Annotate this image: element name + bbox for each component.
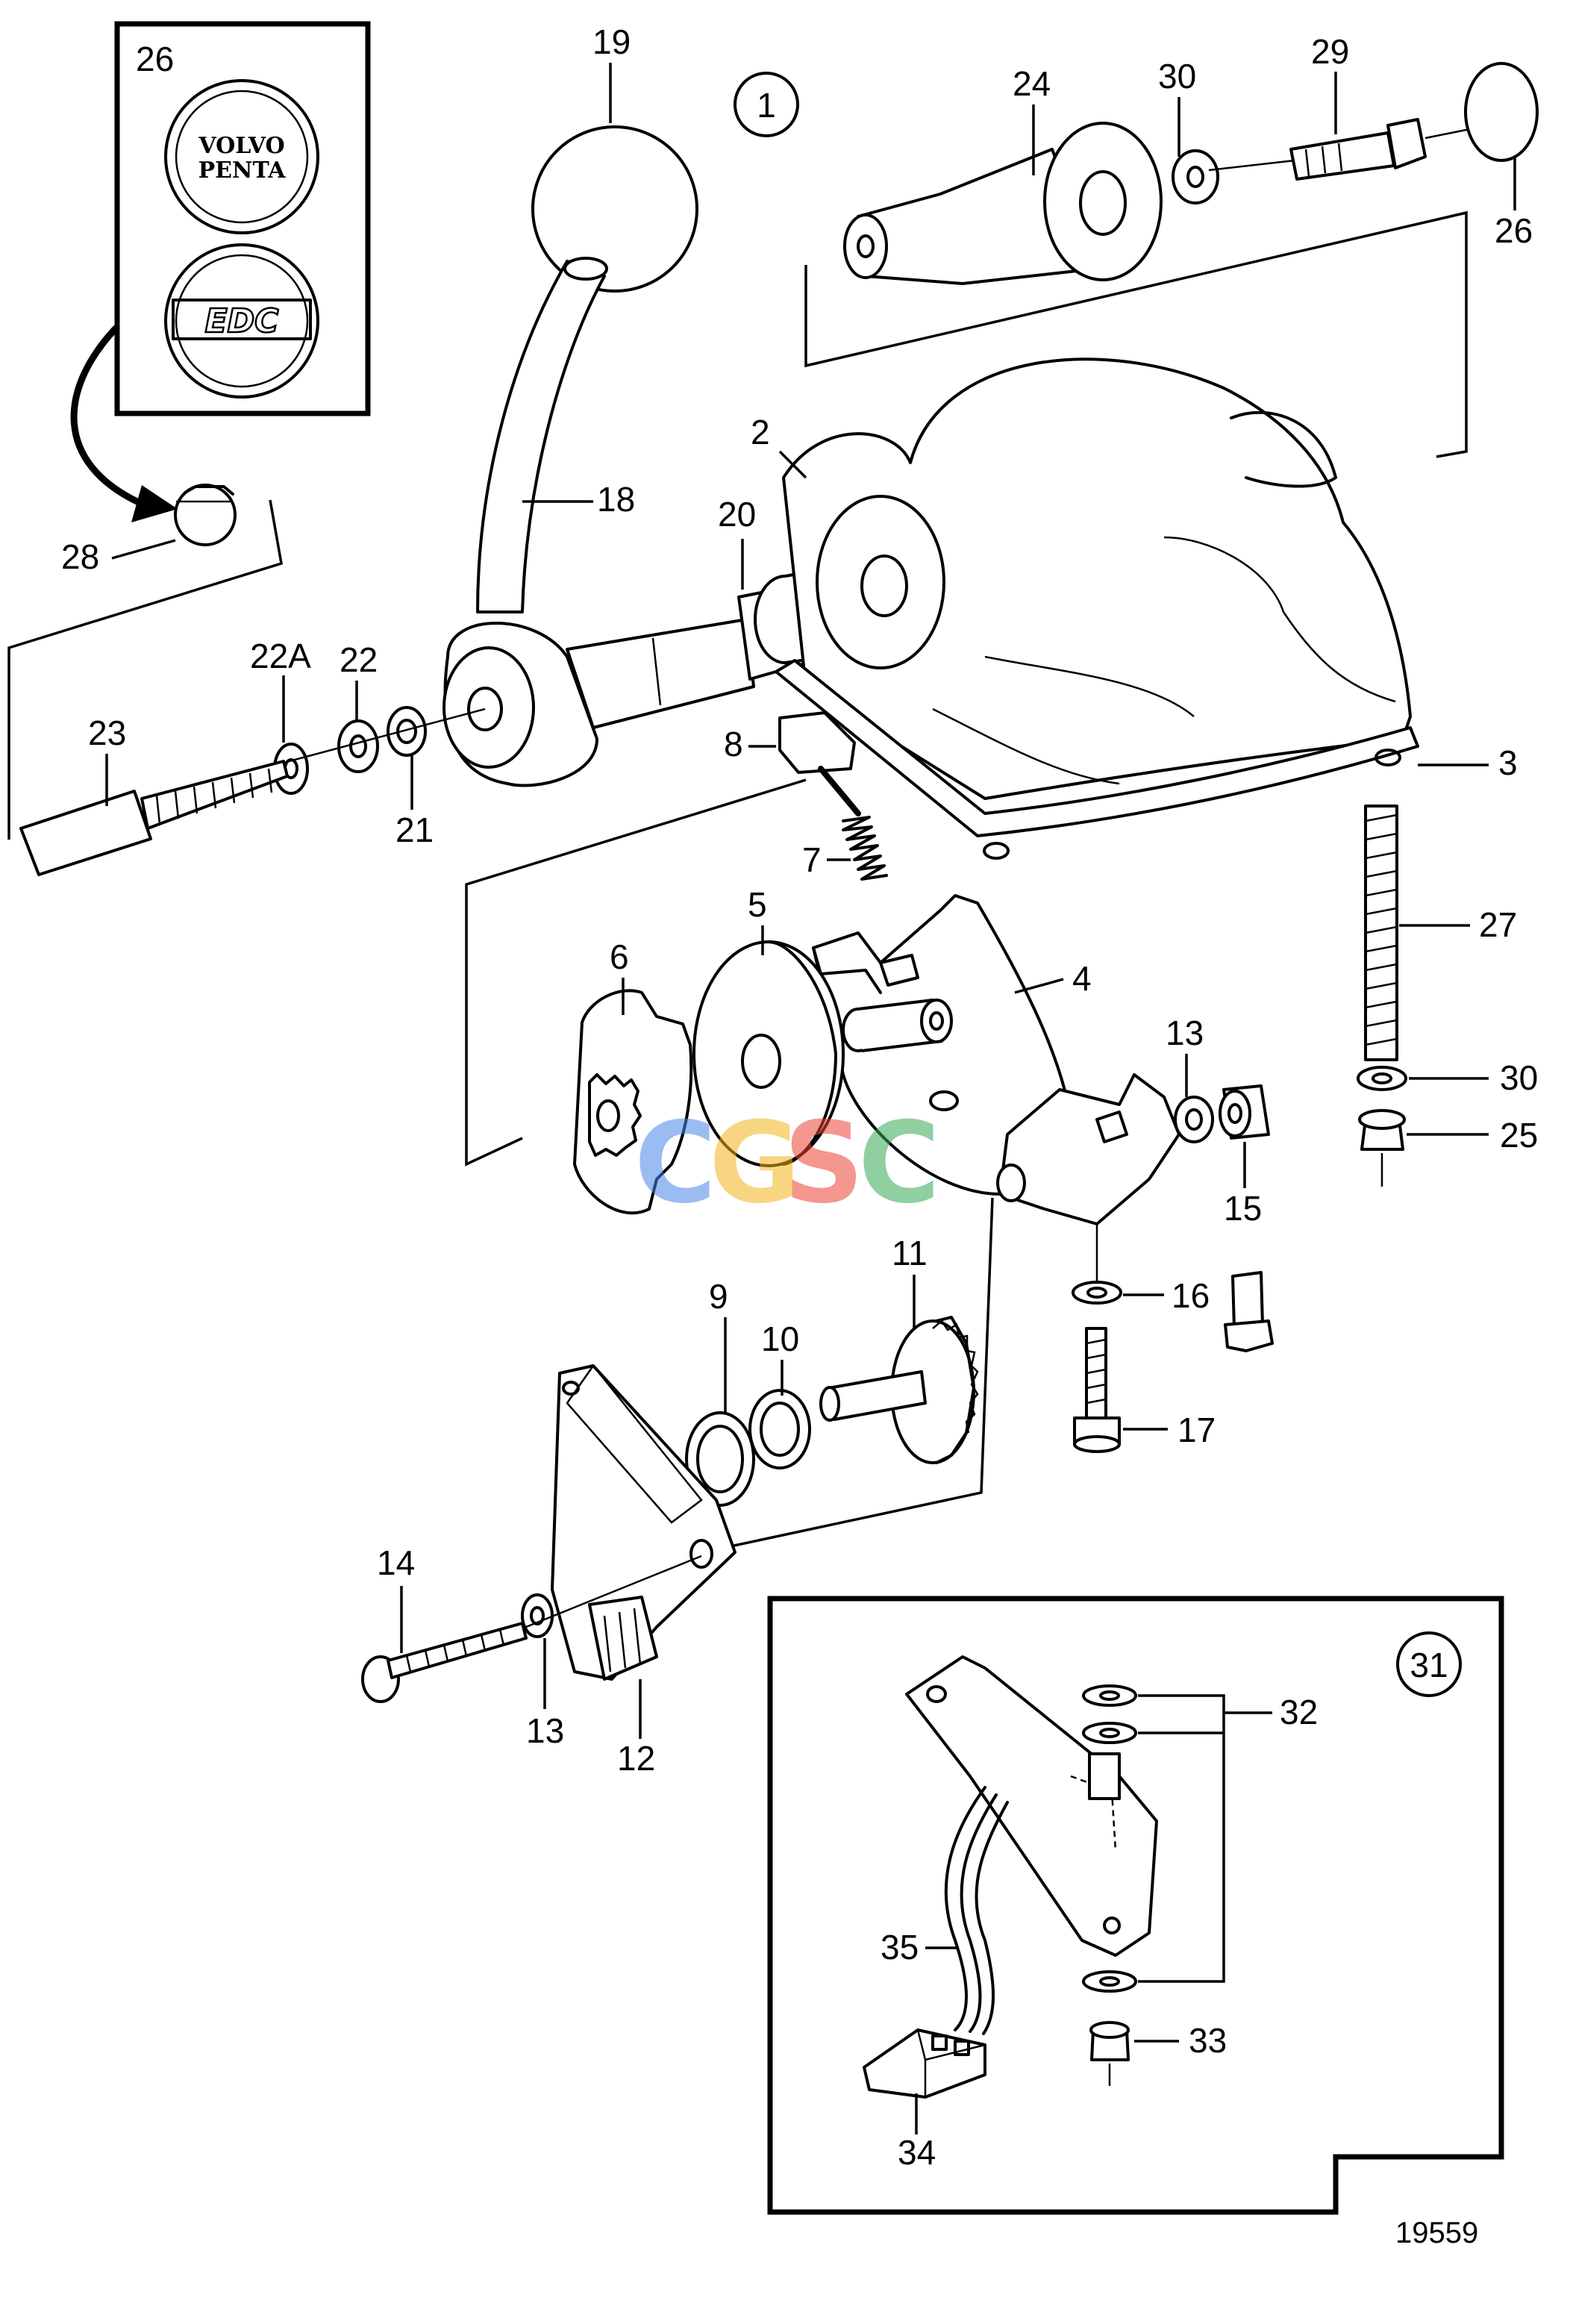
part-5-disc bbox=[692, 940, 845, 1167]
part-7-spring bbox=[842, 816, 888, 881]
svg-text:C: C bbox=[858, 1099, 940, 1228]
callout-17: 17 bbox=[1178, 1411, 1216, 1449]
part-16-washer bbox=[1072, 1281, 1122, 1305]
part-6-gear bbox=[573, 989, 693, 1215]
callout-24: 24 bbox=[1013, 64, 1051, 103]
callout-18: 18 bbox=[597, 480, 635, 519]
part-14-screw bbox=[361, 1622, 528, 1703]
part-15-nut bbox=[1219, 1084, 1270, 1140]
part-13-washer-bottom bbox=[521, 1593, 554, 1638]
callout-25: 25 bbox=[1500, 1116, 1538, 1155]
callout-5: 5 bbox=[748, 885, 767, 924]
drawing-number: 19559 bbox=[1395, 2217, 1478, 2249]
callout-29: 29 bbox=[1311, 32, 1349, 71]
part-32-washers bbox=[1082, 1684, 1137, 1993]
callout-1: 1 bbox=[757, 86, 776, 125]
svg-text:VOLVO: VOLVO bbox=[198, 133, 284, 159]
part-30-washer-top bbox=[1172, 149, 1219, 204]
edc-emblem: EDC bbox=[164, 243, 319, 399]
callout-2: 2 bbox=[751, 413, 770, 452]
callout-16: 16 bbox=[1172, 1276, 1210, 1315]
callout-35: 35 bbox=[881, 1928, 919, 1967]
svg-text:C: C bbox=[634, 1099, 716, 1228]
part-17-screw bbox=[1073, 1327, 1121, 1453]
callout-12: 12 bbox=[617, 1739, 655, 1778]
part-13-washer-top bbox=[1174, 1096, 1214, 1143]
callout-20: 20 bbox=[718, 495, 756, 534]
svg-text:G: G bbox=[709, 1099, 801, 1228]
watermark: C G S C bbox=[634, 1099, 940, 1228]
callout-7: 7 bbox=[802, 840, 822, 879]
part-19-knob bbox=[531, 125, 698, 293]
part-12-sensor bbox=[551, 1364, 736, 1681]
callout-21: 21 bbox=[395, 810, 434, 849]
part-28-cap bbox=[174, 484, 237, 546]
callout-28: 28 bbox=[61, 537, 99, 576]
part-3-gasket bbox=[775, 659, 1419, 860]
part-2-housing bbox=[782, 357, 1412, 800]
svg-text:EDC: EDC bbox=[205, 302, 279, 340]
callout-34: 34 bbox=[898, 2133, 936, 2172]
emblem-inset: 26 VOLVO PENTA EDC bbox=[114, 21, 371, 416]
callout-22a: 22A bbox=[250, 637, 311, 675]
part-21-washer bbox=[387, 706, 427, 757]
part-9-seal bbox=[685, 1411, 755, 1507]
part-bracket-block bbox=[996, 1073, 1180, 1225]
callout-31: 31 bbox=[1410, 1646, 1448, 1684]
part-22-washer bbox=[337, 719, 379, 773]
part-11-gear-shaft bbox=[819, 1316, 979, 1464]
callout-6: 6 bbox=[610, 937, 629, 976]
subassembly-inset: 31 32 33 bbox=[767, 1596, 1504, 2215]
callout-22: 22 bbox=[340, 640, 378, 679]
part-29-bolt bbox=[1289, 118, 1427, 181]
part-34-connector bbox=[863, 2028, 986, 2099]
callout-23: 23 bbox=[88, 713, 126, 752]
callout-33: 33 bbox=[1189, 2021, 1227, 2060]
arrow-head bbox=[131, 485, 178, 522]
part-18-lever bbox=[442, 257, 830, 787]
svg-text:S: S bbox=[784, 1099, 864, 1228]
part-24-sleeve bbox=[843, 122, 1163, 285]
part-27-stud bbox=[1364, 805, 1398, 1061]
curved-arrow bbox=[70, 325, 146, 507]
callout-8: 8 bbox=[724, 725, 743, 763]
volvo-penta-emblem: VOLVO PENTA bbox=[164, 79, 319, 234]
callout-13-top: 13 bbox=[1166, 1013, 1204, 1052]
callout-11: 11 bbox=[892, 1234, 928, 1272]
callout-15: 15 bbox=[1224, 1189, 1262, 1228]
part-sensor-bar bbox=[905, 1655, 1158, 1957]
part-23-screw bbox=[19, 760, 289, 876]
part-33-nut bbox=[1089, 2021, 1130, 2086]
part-10-seal bbox=[748, 1389, 811, 1469]
callout-3: 3 bbox=[1498, 743, 1518, 782]
svg-text:PENTA: PENTA bbox=[198, 157, 287, 184]
part-26-cover-disc bbox=[1464, 62, 1539, 162]
callout-19: 19 bbox=[592, 22, 631, 61]
part-extra-bolt bbox=[1224, 1271, 1274, 1352]
callout-9: 9 bbox=[709, 1277, 728, 1316]
part-35-cable bbox=[944, 1786, 1009, 2035]
callout-13-bottom: 13 bbox=[526, 1711, 564, 1750]
part-30-washer-bottom bbox=[1357, 1066, 1407, 1091]
callout-30-bottom: 30 bbox=[1500, 1058, 1538, 1097]
callout-10: 10 bbox=[761, 1319, 799, 1358]
part-25-nut bbox=[1358, 1109, 1406, 1187]
callout-30-top: 30 bbox=[1158, 57, 1196, 96]
callout-26: 26 bbox=[1495, 211, 1533, 250]
callout-27: 27 bbox=[1479, 905, 1517, 944]
callout-26-inset: 26 bbox=[136, 40, 174, 78]
part-8-detent bbox=[778, 711, 861, 816]
callout-32: 32 bbox=[1280, 1693, 1318, 1731]
part-4-plate bbox=[812, 894, 1076, 1196]
callout-14: 14 bbox=[377, 1543, 415, 1582]
callout-4: 4 bbox=[1072, 959, 1092, 998]
